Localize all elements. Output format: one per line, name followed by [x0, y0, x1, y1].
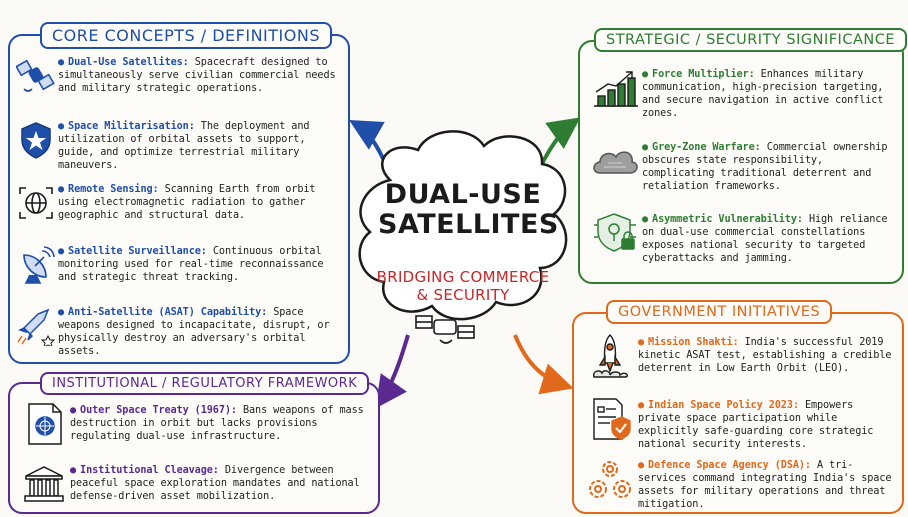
core-text: Spacecraft designed to simultaneously se…: [58, 57, 336, 94]
institutional-text: Bans weapons of mass destruction in orbi…: [70, 405, 364, 442]
strategic-title: STRATEGIC / SECURITY SIGNIFICANCE: [594, 28, 908, 52]
strategic-text: High reliance on dual-use commercial con…: [642, 214, 888, 264]
strategic-term: Asymmetric Vulnerability:: [652, 214, 803, 225]
institutional-text: Divergence between peaceful space explor…: [70, 465, 360, 502]
core-item: ●Remote Sensing: Scanning Earth from orb…: [14, 183, 344, 223]
government-term: Mission Shakti:: [648, 337, 739, 348]
institutional-item: ●Outer Space Treaty (1967): Bans weapons…: [18, 403, 374, 445]
satellite-dish-icon: [14, 245, 58, 285]
government-item: ●Indian Space Policy 2023: Empowers priv…: [582, 398, 900, 451]
gears-icon: [582, 459, 638, 499]
central-subtitle-line1: BRIDGING COMMERCE: [376, 268, 550, 286]
strategic-term: Grey-Zone Warfare:: [652, 142, 761, 153]
institutional-term: Institutional Cleavage:: [80, 465, 219, 476]
policy-document-icon: [582, 398, 638, 440]
central-subtitle-line2: & SECURITY: [416, 286, 510, 304]
core-term: Anti-Satellite (ASAT) Capability:: [68, 307, 268, 318]
bar-chart-icon: [588, 68, 642, 108]
strategic-text: Commercial ownership obscures state resp…: [642, 142, 888, 192]
government-term: Defence Space Agency (DSA):: [648, 460, 811, 471]
central-title: DUAL-USE SATELLITES: [378, 179, 559, 240]
government-title: GOVERNMENT INITIATIVES: [606, 300, 833, 324]
un-document-icon: [18, 403, 70, 445]
shield-star-icon: [14, 120, 58, 160]
cloud-icon: [588, 141, 642, 181]
core-term: Satellite Surveillance:: [68, 246, 207, 257]
core-item: ●Dual-Use Satellites: Spacecraft designe…: [14, 56, 344, 96]
government-panel: [572, 312, 904, 514]
core-term: Remote Sensing:: [68, 184, 159, 195]
core-text: Scanning Earth from orbit using electrom…: [58, 184, 316, 221]
core-item: ●Space Militarisation: The deployment an…: [14, 120, 344, 172]
missile-icon: [14, 306, 58, 346]
core-item: ●Satellite Surveillance: Continuous orbi…: [14, 245, 344, 285]
government-text: India's successful 2019 kinetic ASAT tes…: [638, 337, 892, 374]
strategic-item: ●Force Multiplier: Enhances military com…: [588, 68, 900, 120]
institutional-item: ●Institutional Cleavage: Divergence betw…: [18, 464, 374, 504]
core-text: The deployment and utilization of orbita…: [58, 121, 310, 171]
central-satellite-icon: [415, 315, 475, 344]
core-item: ●Anti-Satellite (ASAT) Capability: Space…: [14, 306, 344, 358]
government-term: Indian Space Policy 2023:: [648, 400, 799, 411]
core-text: Continuous orbital monitoring used for r…: [58, 246, 324, 283]
core-term: Dual-Use Satellites:: [68, 57, 189, 68]
central-title-line1: DUAL-USE: [384, 179, 542, 210]
institutional-title: INSTITUTIONAL / REGULATORY FRAMEWORK: [40, 372, 370, 395]
core-concepts-title: CORE CONCEPTS / DEFINITIONS: [40, 22, 332, 49]
government-text: A tri-services command integrating India…: [638, 460, 892, 510]
strategic-text: Enhances military communication, high-pr…: [642, 69, 884, 119]
core-text: Space weapons designed to incapacitate, …: [58, 307, 330, 357]
shield-lock-icon: [588, 213, 642, 253]
institutional-term: Outer Space Treaty (1967):: [80, 405, 237, 416]
strategic-item: ●Grey-Zone Warfare: Commercial ownership…: [588, 141, 900, 193]
satellite-icon: [14, 56, 58, 96]
institutional-panel: [8, 382, 380, 514]
government-item: ●Mission Shakti: India's successful 2019…: [582, 334, 900, 378]
strategic-term: Force Multiplier:: [652, 69, 755, 80]
government-item: ●Defence Space Agency (DSA): A tri-servi…: [582, 459, 900, 511]
arrow-to-government: [513, 334, 574, 395]
rocket-icon: [582, 334, 638, 378]
central-cloud: [358, 130, 568, 321]
central-title-line2: SATELLITES: [378, 209, 559, 240]
strategic-item: ●Asymmetric Vulnerability: High reliance…: [588, 213, 900, 265]
globe-scan-icon: [14, 183, 58, 223]
institution-icon: [18, 464, 70, 504]
arrow-to-institutional: [375, 334, 410, 409]
central-subtitle: BRIDGING COMMERCE & SECURITY: [370, 268, 556, 304]
core-term: Space Militarisation:: [68, 121, 195, 132]
government-text: Empowers private space participation whi…: [638, 400, 874, 450]
